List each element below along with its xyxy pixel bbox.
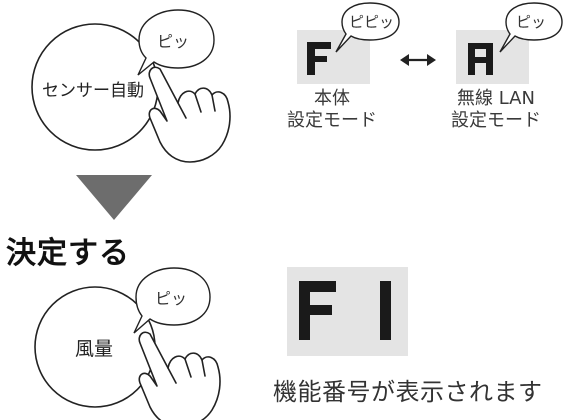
sound-bubble-step1 xyxy=(137,9,215,76)
step2-bubble-text: ピッ xyxy=(155,289,188,308)
double-arrow-icon xyxy=(400,54,436,66)
lcd-display-f1 xyxy=(287,267,408,356)
pointing-hand-icon xyxy=(138,331,221,420)
main-unit-mode-line1: 本体 xyxy=(314,88,350,109)
main-unit-mode-label: 本体 設定モード xyxy=(277,88,387,132)
sound-bubble-step2 xyxy=(133,267,211,334)
step1-bubble-text: ピッ xyxy=(157,32,190,51)
wireless-lan-mode-line2: 設定モード xyxy=(451,110,541,131)
down-triangle-icon xyxy=(76,175,152,220)
pointing-hand-icon xyxy=(148,66,231,163)
main-unit-mode-line2: 設定モード xyxy=(287,110,377,131)
f-bubble-text: ピピッ xyxy=(349,13,395,31)
fan-speed-label: 風量 xyxy=(75,338,114,360)
confirm-heading: 決定する xyxy=(6,236,130,271)
sensor-auto-label: センサー自動 xyxy=(42,81,144,101)
sound-bubble-f xyxy=(335,2,400,53)
a-bubble-text: ピッ xyxy=(516,13,547,31)
sound-bubble-a xyxy=(499,2,563,53)
function-number-caption: 機能番号が表示されます xyxy=(273,378,543,406)
lcd-display-a xyxy=(456,30,529,84)
wireless-lan-mode-label: 無線 LAN 設定モード xyxy=(436,88,556,132)
wireless-lan-mode-line1: 無線 LAN xyxy=(457,88,535,109)
